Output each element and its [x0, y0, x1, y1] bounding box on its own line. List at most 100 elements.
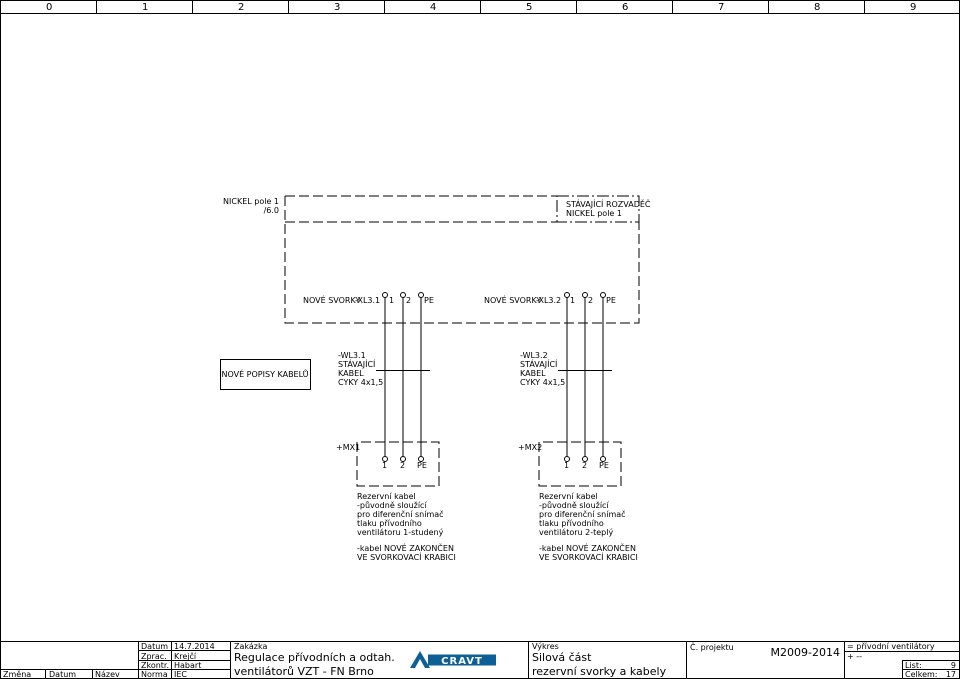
cable-note-box	[220, 359, 311, 390]
tb-vykres-line1: Silová část	[532, 651, 592, 664]
tb-zprac-value: Krejčí	[174, 651, 197, 661]
strip-1-terminal-label-2: 2	[406, 296, 411, 305]
tb-zakazka-label: Zakázka	[234, 642, 267, 651]
tb-zakazka-line2: ventilátorů VZT - FN Brno	[234, 665, 374, 678]
box-mx2-note-line: pro diferenční snímač	[539, 509, 626, 519]
strip-2-terminal-1	[564, 292, 570, 298]
box-mx2-terminal-1	[564, 456, 570, 462]
cable-1-line2: KABEL	[338, 369, 364, 378]
box-mx2-id: +MX2	[518, 443, 542, 452]
tb-celkem-value: 17	[946, 670, 956, 679]
box-mx2-terminal-2	[582, 456, 588, 462]
tb-projekt-value: M2009-2014	[771, 646, 840, 659]
tb-datum-label: Datum	[141, 642, 168, 651]
box-mx1-id: +MX1	[336, 443, 360, 452]
column-label-6: 6	[622, 2, 628, 13]
cable-1-line3: CYKY 4x1,5	[338, 378, 383, 387]
column-label-3: 3	[334, 2, 340, 13]
box-mx1-note-line: -původně sloužící	[357, 500, 427, 510]
tb-date-label: Datum	[49, 670, 76, 679]
existing-panel-box	[556, 195, 640, 223]
box-mx1-terminal-label-2: 2	[400, 461, 405, 470]
tb-zkontr-value: Habart	[174, 661, 201, 670]
column-label-4: 4	[430, 2, 436, 13]
column-label-7: 7	[718, 2, 724, 13]
tb-vykres-line2: rezervní svorky a kabely	[532, 665, 667, 678]
box-mx1-note-line: Rezervní kabel	[357, 492, 416, 501]
box-mx2-note2-line: -kabel NOVÉ ZAKONČEN	[539, 542, 636, 553]
tb-name-label: Název	[95, 670, 120, 679]
tb-func-line2: + --	[847, 652, 862, 661]
existing-panel-line1: STÁVAJÍCÍ ROZVADĚČ	[566, 198, 651, 209]
box-mx2-terminal-label-pe: PE	[599, 461, 609, 470]
column-label-9: 9	[910, 2, 916, 13]
strip-1-terminal-label-pe: PE	[424, 296, 434, 305]
cable-2-line1: STÁVAJÍCÍ	[520, 358, 558, 369]
strip-1-id: -XL3.1	[355, 296, 380, 305]
cable-note: NOVÉ POPISY KABELŮ	[221, 368, 308, 379]
box-mx1-note-line: tlaku přívodního	[357, 519, 422, 528]
box-mx1-note-line: pro diferenční snímač	[357, 509, 444, 519]
strip-2-terminal-2	[582, 292, 588, 298]
tb-func-line1: = přívodní ventilátory	[847, 642, 935, 651]
strip-2-terminal-label-1: 1	[570, 296, 575, 305]
tb-zkontr-label: Zkontr.	[141, 661, 169, 670]
strip-1-terminal-label-1: 1	[389, 296, 394, 305]
cable-2-line3: CYKY 4x1,5	[520, 378, 565, 387]
tb-change-label: Změna	[3, 670, 31, 679]
box-mx2: +MX2 1 2 PE Rezervní kabel -původně slou…	[518, 441, 638, 562]
tb-projekt-label: Č. projektu	[690, 641, 734, 652]
tb-zakazka-line1: Regulace přívodních a odtah.	[234, 651, 395, 664]
strip-1-label: NOVÉ SVORKY	[303, 294, 360, 305]
column-ruler: 0 1 2 3 4 5 6 7 8 9	[0, 0, 960, 14]
box-mx2-note2-line: VE SVORKOVACÍ KRABICI	[539, 551, 638, 562]
column-label-0: 0	[46, 2, 52, 13]
box-mx1-terminal-label-1: 1	[382, 461, 387, 470]
strip-2-id: -XL3.2	[536, 296, 561, 305]
box-mx1-terminal-label-pe: PE	[417, 461, 427, 470]
tb-list-value: 9	[951, 661, 956, 670]
terminal-enclosure	[284, 195, 640, 324]
box-mx2-terminal-label-2: 2	[582, 461, 587, 470]
tb-celkem-label: Celkem:	[905, 670, 938, 679]
tb-norma-label: Norma	[141, 670, 168, 679]
box-mx1-terminal-pe	[418, 456, 424, 462]
box-mx1: +MX1 1 2 PE Rezervní kabel -původně slou…	[336, 441, 456, 562]
box-mx2-terminal-label-1: 1	[564, 461, 569, 470]
box-mx2-note-line: ventilátoru 2-teplý	[539, 528, 613, 537]
box-mx1-terminal-1	[382, 456, 388, 462]
strip-2-terminal-label-2: 2	[588, 296, 593, 305]
terminal-strip-1: NOVÉ SVORKY -XL3.1 1 2 PE	[303, 292, 434, 442]
strip-1-terminal-1	[382, 292, 388, 298]
box-mx2-note-line: tlaku přívodního	[539, 519, 604, 528]
cable-1-id: -WL3.1	[338, 351, 366, 360]
tb-list-label: List:	[905, 661, 922, 670]
box-mx2-note-line: -původně sloužící	[539, 500, 609, 510]
tb-datum-value: 14.7.2014	[174, 642, 215, 651]
source-ref-line1: NICKEL pole 1	[223, 197, 279, 206]
strip-1-terminal-pe	[418, 292, 424, 298]
box-mx1-note-line: ventilátoru 1-studený	[357, 528, 444, 537]
cable-2-id: -WL3.2	[520, 351, 548, 360]
tb-vykres-label: Výkres	[532, 642, 559, 651]
box-mx1-note2-line: VE SVORKOVACÍ KRABICI	[357, 551, 456, 562]
column-label-5: 5	[526, 2, 532, 13]
cable-2-line2: KABEL	[520, 369, 546, 378]
box-mx2-note-line: Rezervní kabel	[539, 492, 598, 501]
cable-1: -WL3.1 STÁVAJÍCÍ KABEL CYKY 4x1,5	[338, 351, 430, 387]
existing-panel-line2: NICKEL pole 1	[566, 209, 622, 218]
column-label-1: 1	[142, 2, 148, 13]
box-mx1-note2-line: -kabel NOVÉ ZAKONČEN	[357, 542, 454, 553]
cable-1-line1: STÁVAJÍCÍ	[338, 358, 376, 369]
svg-text:CRAVT: CRAVT	[441, 656, 483, 667]
cravt-logo: CRAVT	[410, 651, 496, 668]
title-block: Změna Datum Název Datum 14.7.2014 Zprac.…	[0, 641, 960, 679]
column-label-2: 2	[238, 2, 244, 13]
terminal-strip-2: NOVÉ SVORKY -XL3.2 1 2 PE	[484, 292, 616, 442]
tb-zprac-label: Zprac.	[141, 652, 167, 661]
column-label-8: 8	[814, 2, 820, 13]
tb-norma-value: IEC	[174, 670, 187, 679]
box-mx2-terminal-pe	[600, 456, 606, 462]
